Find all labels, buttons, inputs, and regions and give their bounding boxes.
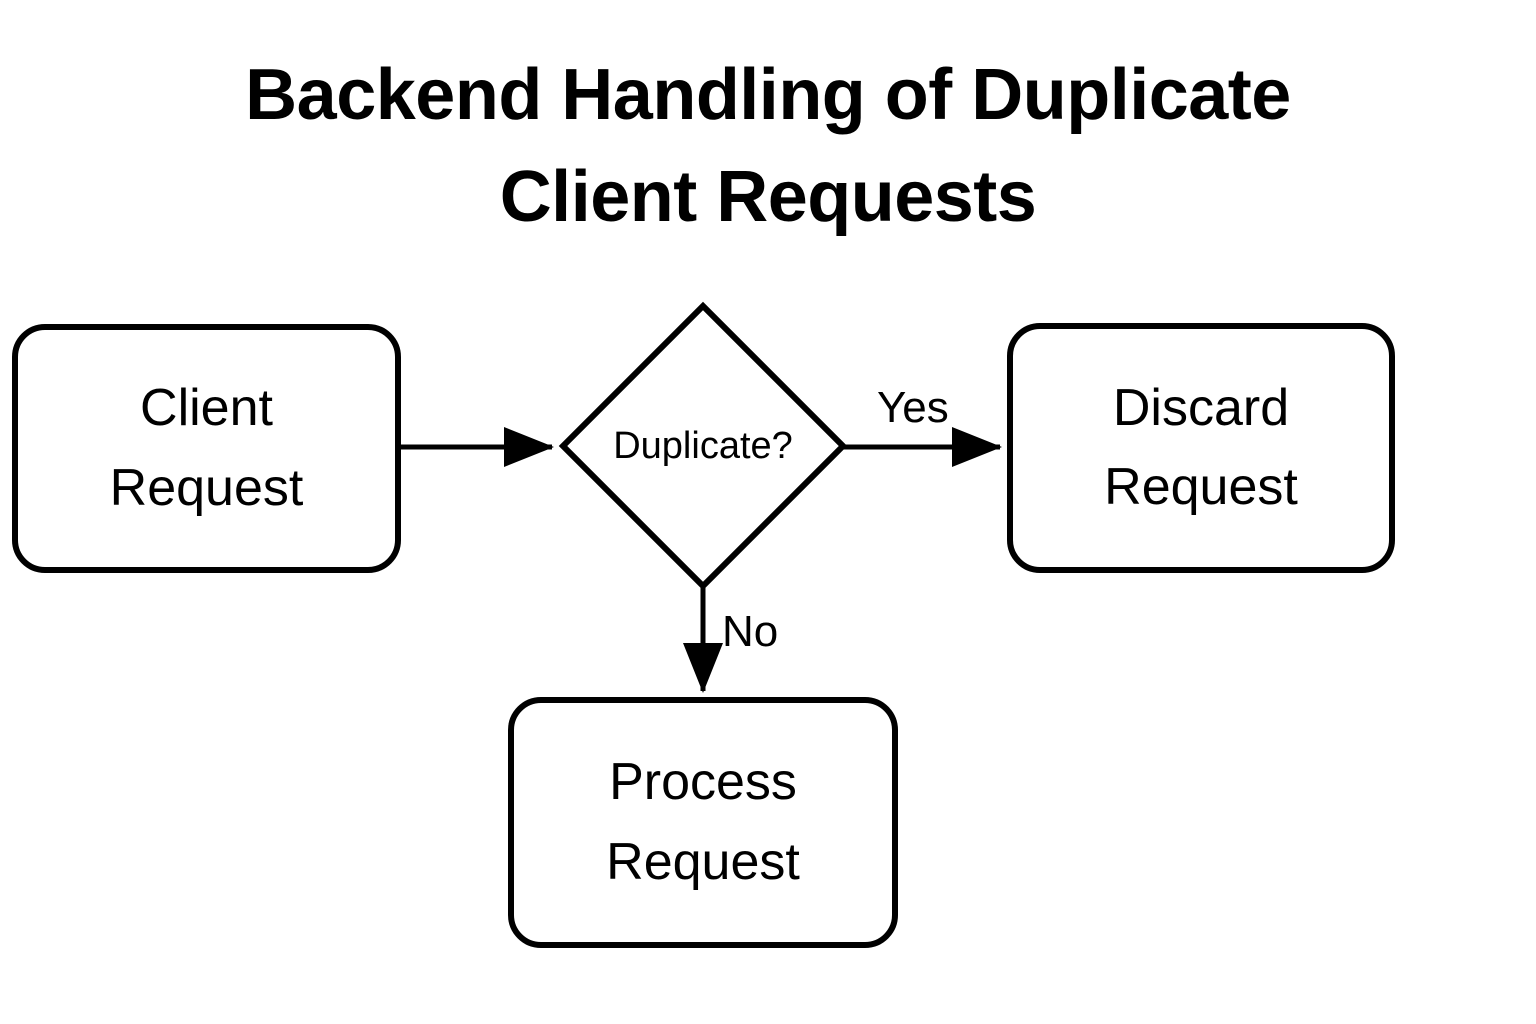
node-duplicate-decision-shape[interactable] bbox=[558, 301, 848, 591]
page-title: Backend Handling of Duplicate Client Req… bbox=[245, 55, 1291, 238]
node-client-request-shape[interactable] bbox=[12, 324, 401, 573]
node-process-request-shape[interactable] bbox=[508, 697, 898, 948]
node-discard-request-shape[interactable] bbox=[1007, 323, 1395, 573]
